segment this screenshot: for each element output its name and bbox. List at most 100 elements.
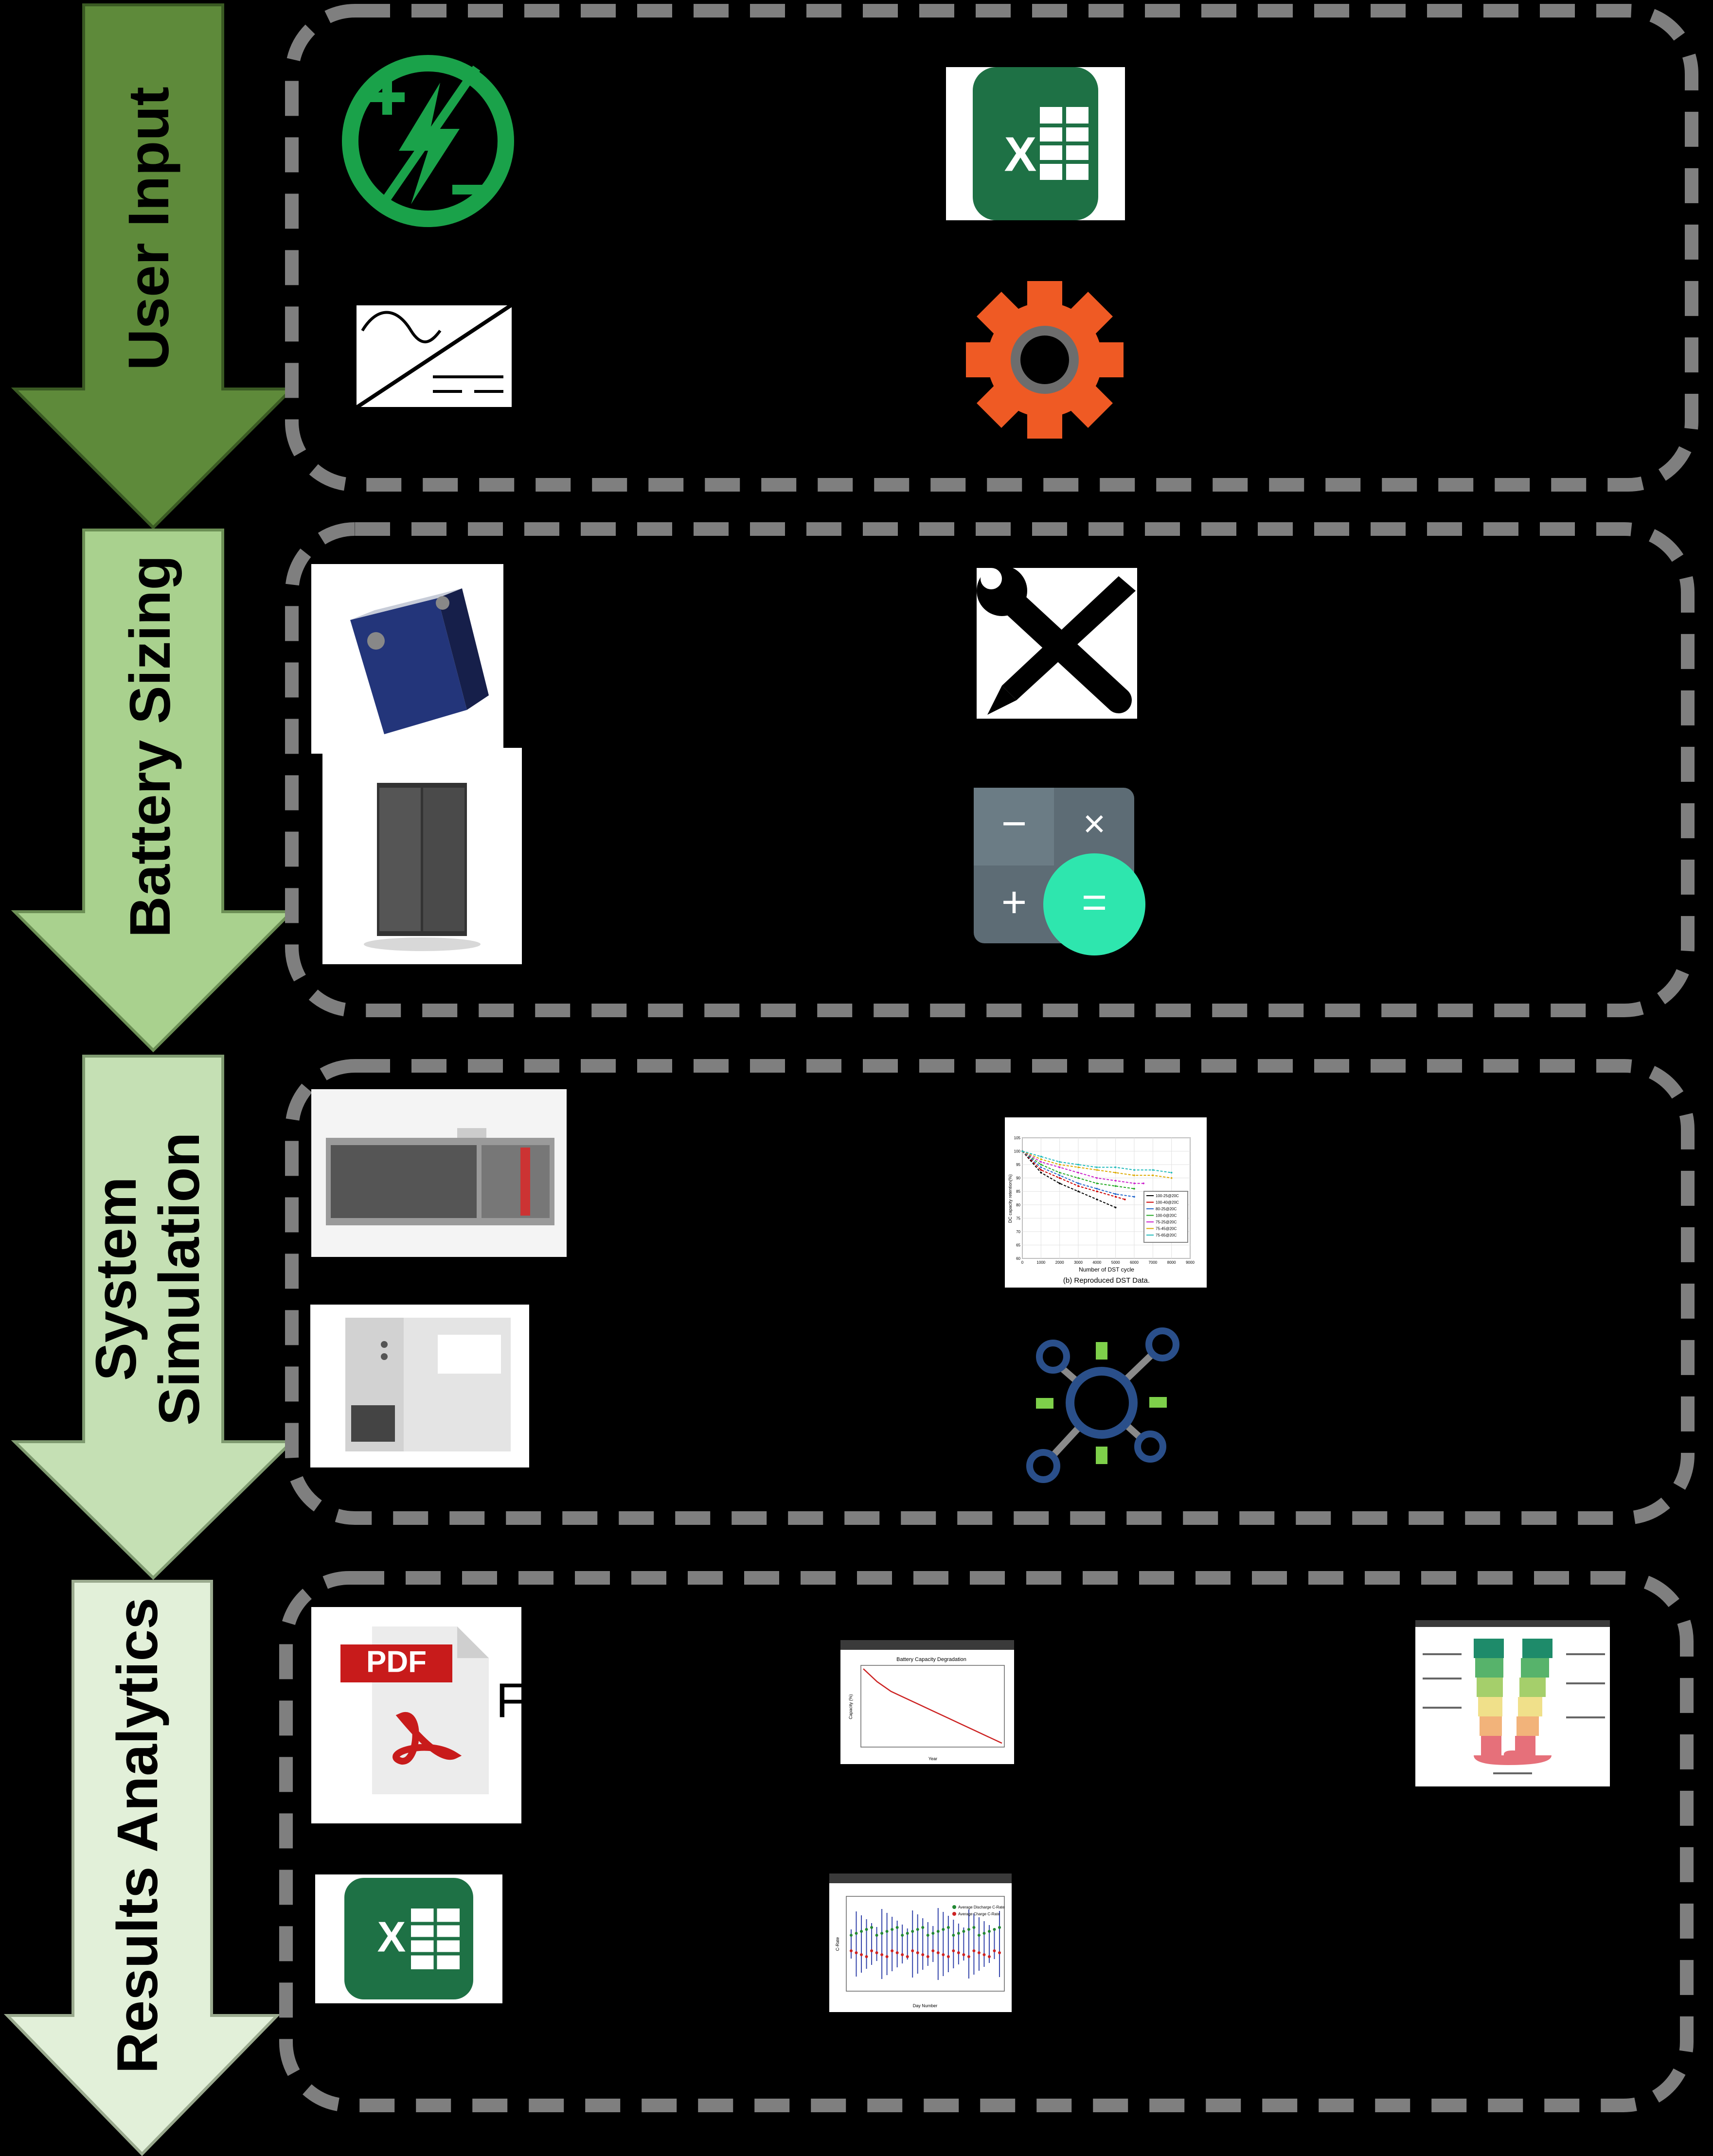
charge-marker bbox=[891, 1949, 894, 1952]
charge-marker bbox=[998, 1951, 1001, 1954]
stage-arrow-user-input: User Input bbox=[11, 3, 296, 530]
series-point bbox=[1152, 1169, 1154, 1171]
charge-marker bbox=[936, 1951, 940, 1954]
pdf-report-icon: PDF F bbox=[311, 1607, 526, 1823]
series-point bbox=[1170, 1171, 1173, 1174]
discharge-marker bbox=[962, 1930, 965, 1933]
discharge-marker bbox=[946, 1926, 950, 1929]
discharge-marker bbox=[906, 1932, 909, 1935]
stage-frame-system-simulation bbox=[285, 1059, 1695, 1525]
series-point bbox=[1040, 1171, 1042, 1174]
tools-icon bbox=[977, 566, 1137, 719]
series-point bbox=[1077, 1185, 1079, 1187]
series-point bbox=[1077, 1177, 1079, 1179]
discharge-marker bbox=[926, 1934, 929, 1937]
charge-marker bbox=[855, 1951, 858, 1954]
energy-plug-icon bbox=[342, 55, 514, 227]
stage-arrow-shape bbox=[11, 1055, 296, 1580]
svg-text:PDF: PDF bbox=[366, 1645, 427, 1679]
series-point bbox=[1058, 1177, 1061, 1179]
settings-gear-icon bbox=[966, 281, 1124, 439]
y-tick-label: 95 bbox=[1016, 1163, 1020, 1167]
discharge-marker bbox=[982, 1932, 986, 1935]
charge-marker bbox=[860, 1953, 863, 1956]
series-point bbox=[1040, 1166, 1042, 1168]
x-tick-label: 8000 bbox=[1167, 1260, 1176, 1265]
legend-label: 75-65@20C bbox=[1156, 1233, 1177, 1237]
discharge-marker bbox=[998, 1926, 1001, 1929]
series-point bbox=[1077, 1164, 1079, 1166]
legend-label: 75-25@20C bbox=[1156, 1220, 1177, 1224]
plot-legend: Average Discharge C-Rate Average Charge … bbox=[952, 1905, 1005, 1916]
stage-arrow-results-analytics: Results Analytics bbox=[3, 1580, 281, 2156]
y-tick-label: 100 bbox=[1014, 1149, 1021, 1154]
excel-icon: X bbox=[946, 67, 1125, 220]
plot-y-label: C-Rate bbox=[835, 1937, 840, 1951]
discharge-marker bbox=[931, 1932, 935, 1935]
stage-arrow-shape bbox=[11, 3, 296, 530]
series-point bbox=[1114, 1171, 1117, 1174]
series-point bbox=[1096, 1187, 1098, 1190]
series-point bbox=[1077, 1166, 1079, 1168]
charge-marker bbox=[962, 1953, 965, 1956]
charge-marker bbox=[850, 1949, 853, 1952]
plot-x-label: Year bbox=[928, 1756, 937, 1761]
series-point bbox=[1114, 1206, 1117, 1209]
discharge-marker bbox=[885, 1930, 889, 1933]
c-rate-plot-icon: Average Discharge C-Rate Average Charge … bbox=[829, 1873, 1012, 2012]
chart-series bbox=[1021, 1150, 1173, 1209]
stage-label: Results Analytics bbox=[106, 1597, 170, 2073]
x-tick-label: 9000 bbox=[1186, 1260, 1195, 1265]
sankey-band-left bbox=[1474, 1639, 1504, 1658]
discharge-marker bbox=[967, 1928, 970, 1931]
discharge-marker bbox=[850, 1934, 853, 1937]
series-point bbox=[1114, 1166, 1117, 1168]
charge-marker bbox=[967, 1955, 970, 1958]
sankey-bands bbox=[1474, 1639, 1552, 1765]
sankey-band-left bbox=[1481, 1736, 1501, 1755]
discharge-marker bbox=[957, 1932, 960, 1935]
legend-label: 80-25@20C bbox=[1156, 1207, 1177, 1211]
sankey-band-left bbox=[1477, 1678, 1503, 1697]
discharge-marker bbox=[987, 1930, 991, 1933]
x-tick-label: 6000 bbox=[1130, 1260, 1139, 1265]
series-point bbox=[1170, 1177, 1173, 1179]
y-tick-label: 85 bbox=[1016, 1189, 1020, 1194]
discharge-marker bbox=[901, 1934, 904, 1937]
charge-marker bbox=[916, 1951, 919, 1954]
series-point bbox=[1040, 1164, 1042, 1166]
charge-marker bbox=[875, 1951, 878, 1954]
series-point bbox=[1114, 1193, 1117, 1195]
sankey-band-left bbox=[1475, 1658, 1503, 1678]
battery-cell-icon bbox=[311, 564, 503, 754]
charge-marker bbox=[911, 1949, 914, 1952]
pcs-cabinet-icon bbox=[310, 1305, 529, 1467]
series-point bbox=[1040, 1155, 1042, 1158]
series-point bbox=[1058, 1182, 1061, 1184]
charge-marker bbox=[865, 1955, 868, 1958]
stage-arrow-shape bbox=[11, 529, 296, 1053]
charge-marker bbox=[885, 1955, 889, 1958]
series-point bbox=[1096, 1169, 1098, 1171]
excel-output-icon: X bbox=[315, 1874, 502, 2003]
stage-label: User Input bbox=[117, 87, 181, 371]
capacity-degradation-plot-icon: Battery Capacity Degradation Year Capaci… bbox=[840, 1640, 1014, 1764]
series-point bbox=[1040, 1161, 1042, 1163]
charge-marker bbox=[942, 1953, 945, 1956]
x-tick-label: 7000 bbox=[1148, 1260, 1157, 1265]
discharge-marker bbox=[993, 1928, 996, 1931]
stage-arrow-shape bbox=[3, 1580, 281, 2156]
y-tick-label: 70 bbox=[1016, 1230, 1020, 1234]
energy-sankey-icon bbox=[1415, 1620, 1610, 1786]
series-point bbox=[1077, 1190, 1079, 1193]
series-point bbox=[1133, 1182, 1135, 1184]
discharge-marker bbox=[942, 1928, 945, 1931]
series-point bbox=[1096, 1166, 1098, 1168]
series-point bbox=[1152, 1174, 1154, 1176]
svg-text:X: X bbox=[1004, 127, 1037, 181]
stage-arrow-battery-sizing: Battery Sizing bbox=[11, 529, 296, 1053]
calculator-icon: − × + = bbox=[974, 788, 1145, 955]
series-point bbox=[1021, 1150, 1023, 1152]
